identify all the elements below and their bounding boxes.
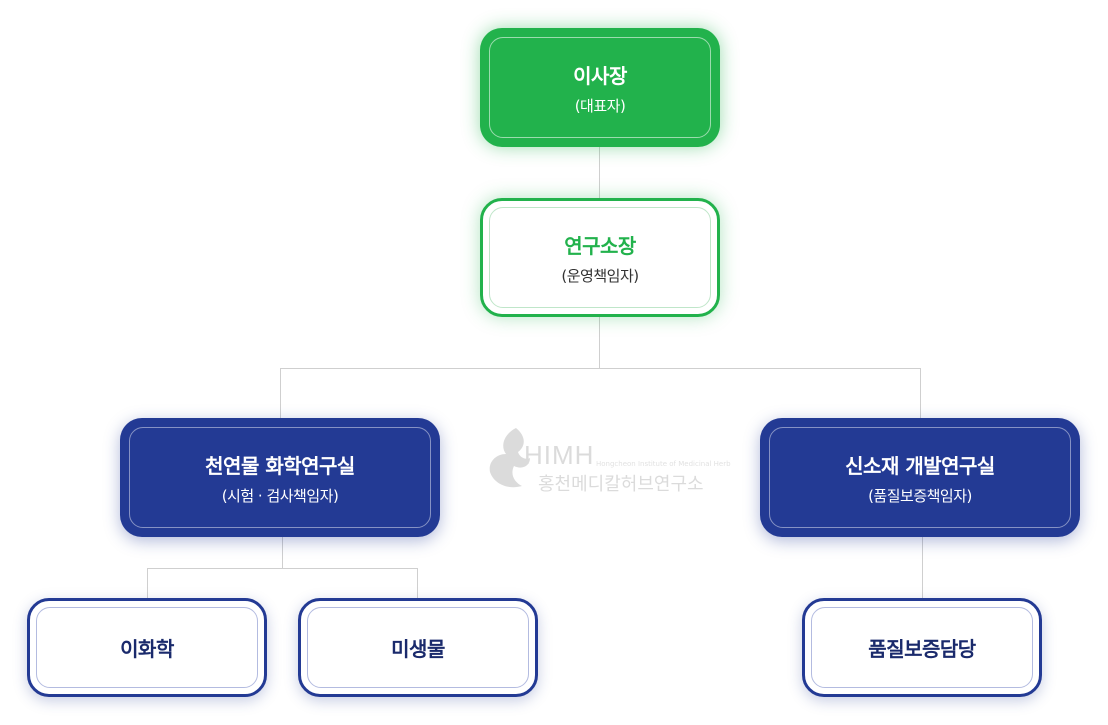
connector-lab1-down	[282, 536, 283, 568]
team-physicochemical-box: 이화학	[27, 598, 267, 697]
team-physicochemical-inner-frame	[36, 607, 258, 688]
connector-chairman-director	[599, 146, 600, 200]
chairman-subtitle: (대표자)	[574, 96, 626, 115]
connector-team1-up	[147, 568, 148, 600]
director-subtitle: (운영책임자)	[561, 266, 639, 285]
chairman-inner-frame	[489, 37, 711, 138]
leaf-logo-icon	[489, 428, 530, 488]
connector-director-down	[599, 316, 600, 368]
team-quality-assurance-inner-frame	[811, 607, 1033, 688]
watermark-korean: 홍천메디칼허브연구소	[538, 474, 704, 495]
team-microbiology-box: 미생물	[298, 598, 538, 697]
chairman-title: 이사장	[573, 63, 627, 88]
watermark-logo-text: HIMH	[524, 440, 595, 470]
team-microbiology-inner-frame	[307, 607, 529, 688]
connector-lab2-up	[920, 368, 921, 420]
lab-natural-products-box: 천연물 화학연구실 (시험 · 검사책임자)	[120, 418, 440, 537]
lab-new-materials-box: 신소재 개발연구실 (품질보증책임자)	[760, 418, 1080, 537]
team-quality-assurance-title: 품질보증담당	[868, 637, 976, 661]
watermark: HIMH Hongcheon Institute of Medicinal He…	[486, 424, 731, 500]
lab-new-materials-inner-frame	[769, 427, 1071, 528]
connector-lab1-up	[280, 368, 281, 420]
director-title: 연구소장	[564, 233, 636, 258]
watermark-subtitle: Hongcheon Institute of Medicinal Herb	[596, 460, 731, 468]
connector-team2-up	[417, 568, 418, 600]
team-quality-assurance-box: 품질보증담당	[802, 598, 1042, 697]
lab-natural-products-inner-frame	[129, 427, 431, 528]
lab-new-materials-subtitle: (품질보증책임자)	[868, 486, 972, 505]
team-microbiology-title: 미생물	[391, 637, 445, 661]
connector-lab2-down	[922, 536, 923, 600]
lab-new-materials-title: 신소재 개발연구실	[845, 453, 995, 478]
lab-natural-products-title: 천연물 화학연구실	[205, 453, 355, 478]
director-box: 연구소장 (운영책임자)	[480, 198, 720, 317]
team-physicochemical-title: 이화학	[120, 637, 174, 661]
director-inner-frame	[489, 207, 711, 308]
chairman-box: 이사장 (대표자)	[480, 28, 720, 147]
connector-teams-horizontal	[147, 568, 418, 569]
lab-natural-products-subtitle: (시험 · 검사책임자)	[221, 486, 339, 505]
connector-labs-horizontal	[280, 368, 921, 369]
